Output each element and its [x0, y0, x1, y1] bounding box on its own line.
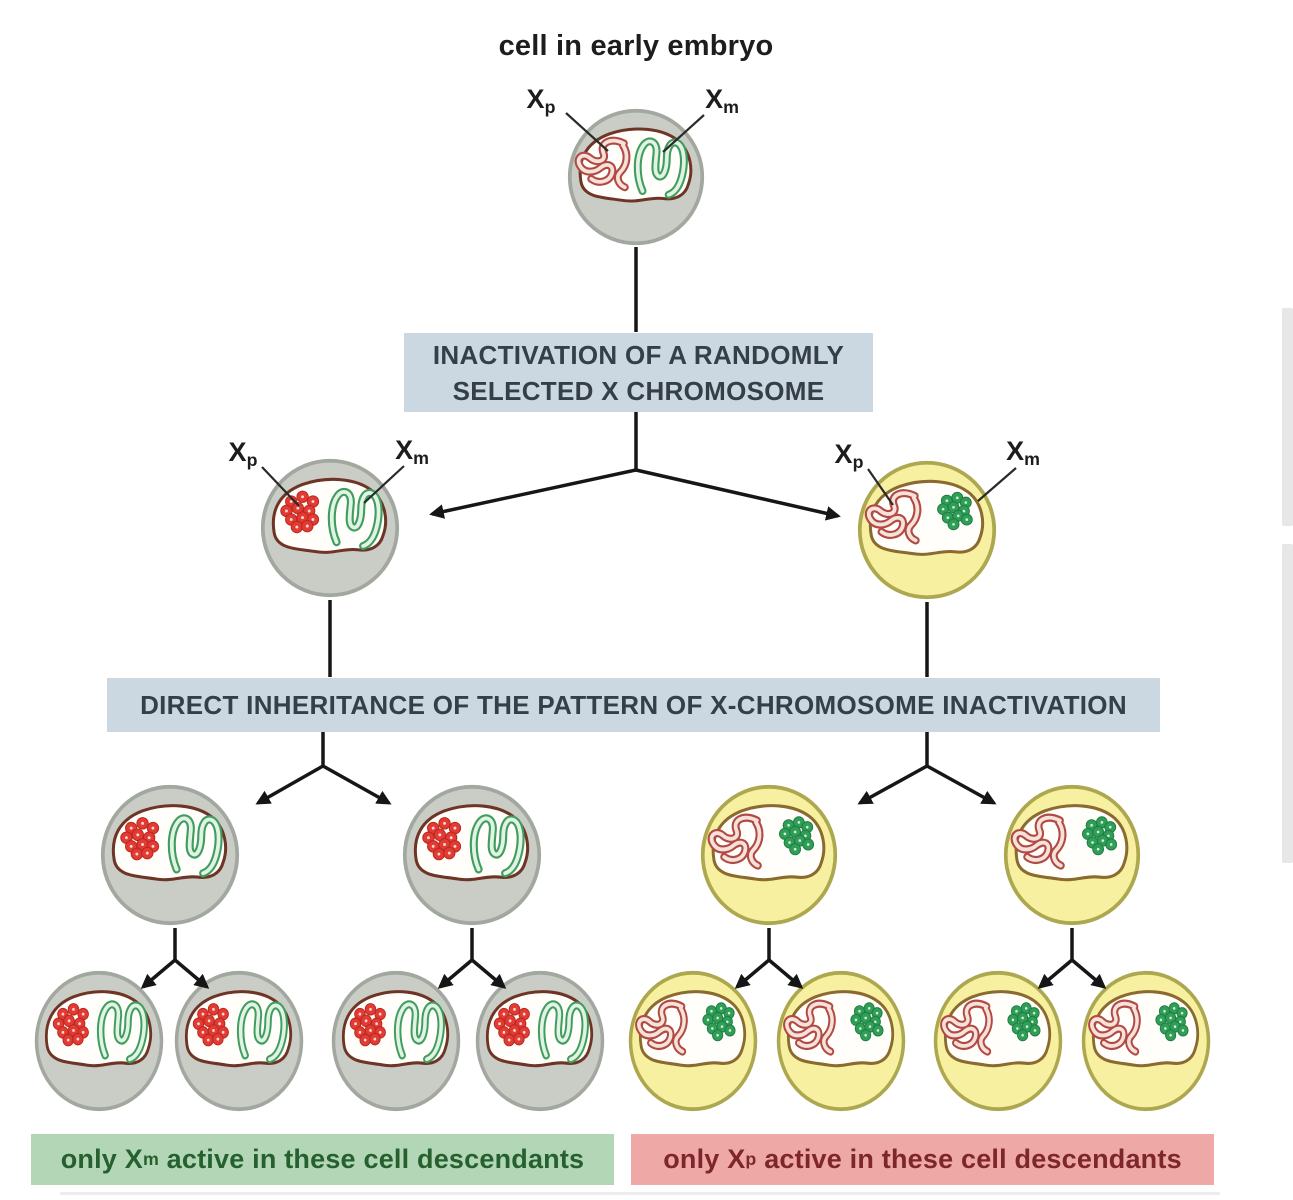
right-edge-scrollbar-fragment: [1282, 308, 1293, 526]
cell-xp-inactivated: [33, 969, 165, 1113]
cell-xm-inactivated: [775, 969, 907, 1113]
cell-xp-inactivated: [173, 969, 305, 1113]
cell-xp-inactivated: [99, 783, 241, 927]
cell-xm-inactivated: [699, 783, 839, 927]
cell-xm-inactivated: [932, 969, 1064, 1113]
cell-embryo-both-active: [566, 107, 706, 247]
right-edge-scrollbar-fragment: [1282, 544, 1293, 863]
cell-xp-inactivated: [259, 457, 401, 599]
cell-xm-inactivated: [1080, 969, 1212, 1113]
bottom-edge-strip: [60, 1192, 1220, 1195]
cell-xp-inactivated: [330, 969, 462, 1113]
cell-xm-inactivated: [1002, 783, 1142, 927]
cell-xp-inactivated: [401, 783, 543, 927]
cell-xm-inactivated: [856, 459, 998, 601]
cell-xm-inactivated: [627, 969, 759, 1113]
cell-xp-inactivated: [474, 969, 606, 1113]
